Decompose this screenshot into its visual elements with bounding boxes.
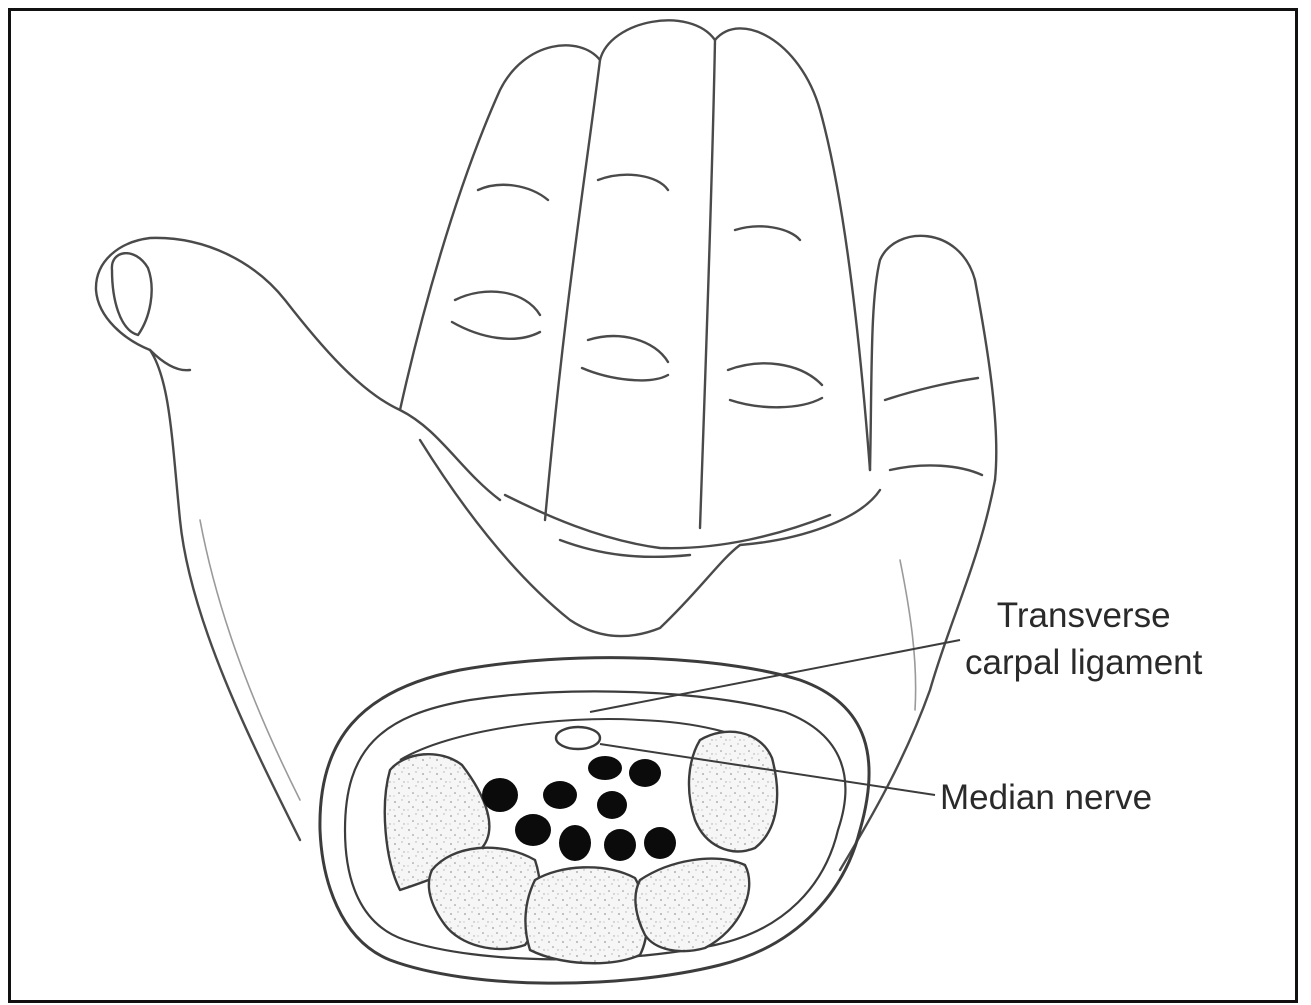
flexor-tendons [482, 756, 676, 861]
tendon [515, 814, 551, 846]
index-crease-1 [478, 185, 548, 200]
label-line: Transverse [965, 592, 1202, 639]
carpal-bone [525, 867, 647, 963]
middle-finger [600, 20, 715, 528]
label-median-nerve: Median nerve [940, 774, 1152, 821]
thumb-nail [112, 253, 152, 335]
tendon [597, 791, 627, 819]
little-crease-2 [890, 465, 982, 475]
tendon [629, 759, 661, 787]
ring-finger [715, 28, 870, 470]
index-crease-2 [455, 292, 540, 315]
tendon [604, 829, 636, 861]
thumb-outline [96, 238, 500, 840]
tendon [559, 825, 591, 861]
little-crease-1 [885, 378, 978, 400]
tendon [482, 778, 518, 812]
label-transverse-carpal-ligament: Transverse carpal ligament [965, 592, 1202, 686]
carpal-bone [429, 848, 540, 949]
middle-crease-3 [582, 368, 668, 380]
median-nerve [556, 727, 600, 749]
middle-crease-2 [588, 336, 668, 362]
ring-crease-3 [730, 398, 822, 407]
tendon [644, 827, 676, 859]
tendon [543, 781, 577, 809]
leader-line-transverse-carpal-ligament [590, 640, 960, 712]
label-line: carpal ligament [965, 639, 1202, 686]
index-finger [400, 45, 600, 520]
carpal-bone [689, 732, 777, 852]
middle-crease-1 [598, 175, 668, 190]
carpal-bone [635, 859, 749, 951]
tendon [588, 756, 622, 780]
index-crease-3 [452, 322, 540, 339]
little-finger [870, 236, 996, 480]
palm-fold [420, 440, 880, 636]
ring-crease-1 [735, 226, 800, 240]
ring-crease-2 [728, 363, 822, 385]
